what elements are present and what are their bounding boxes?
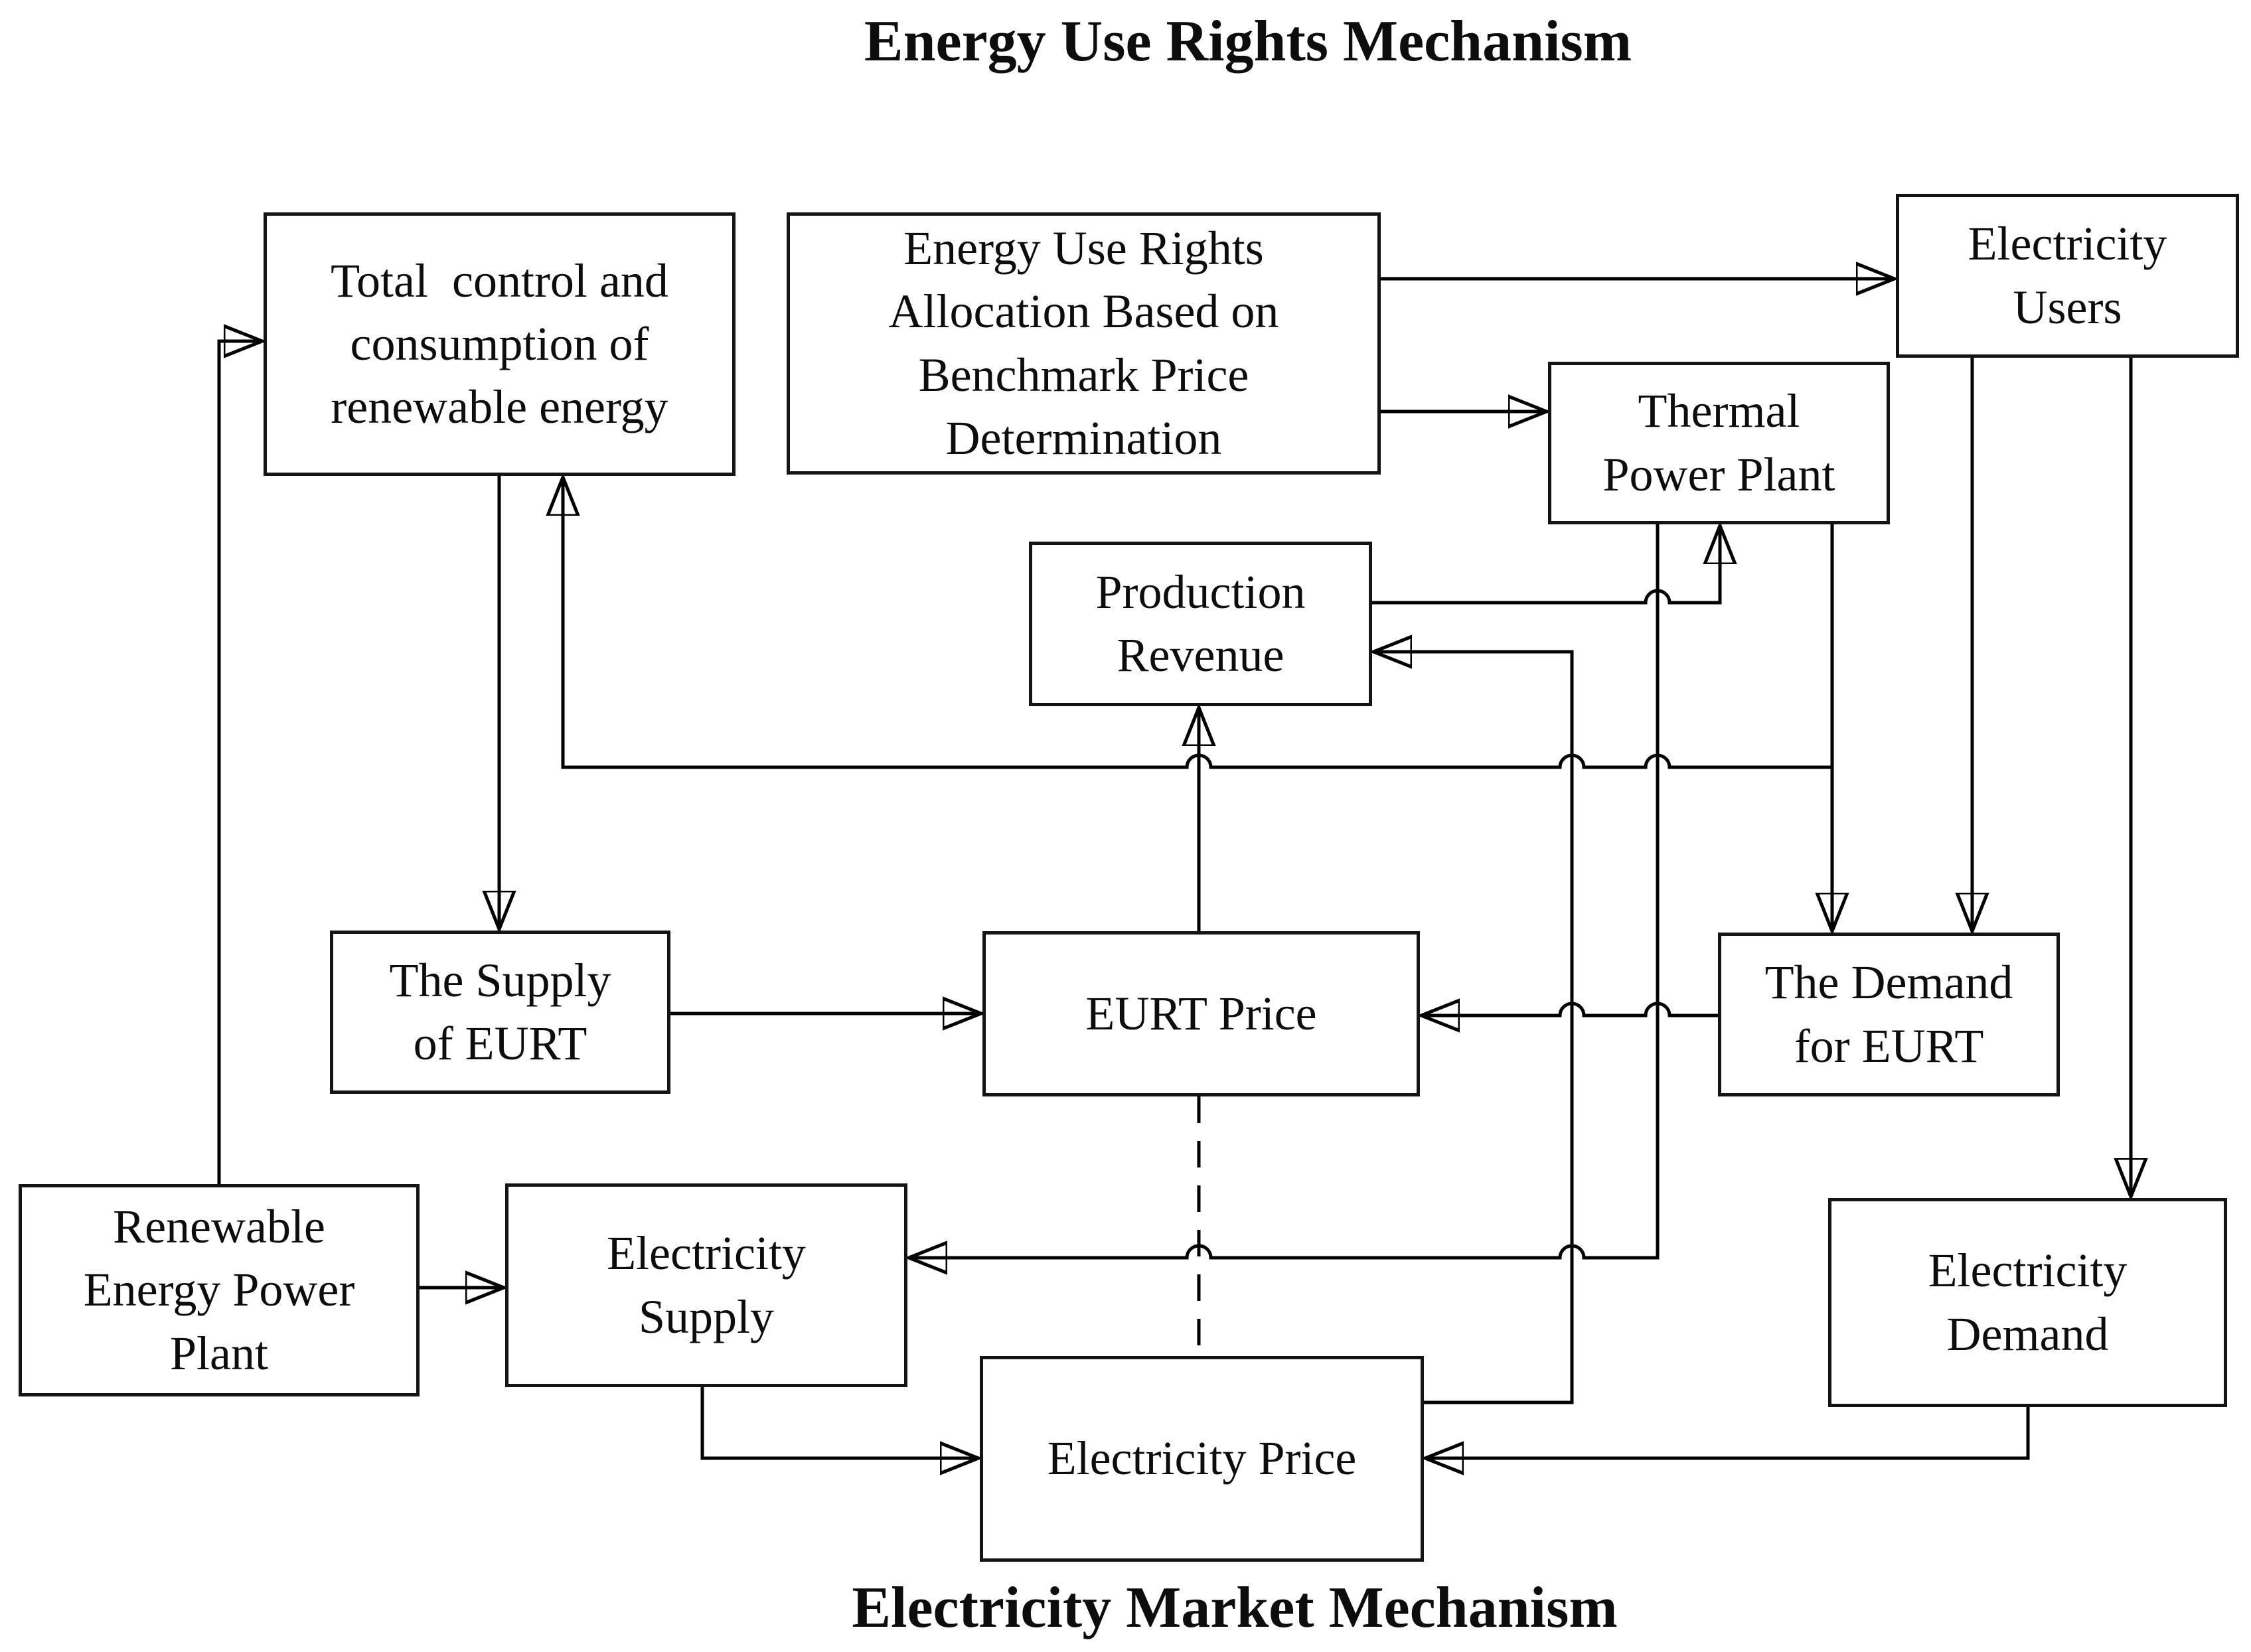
node-electricity-price: Electricity Price [980,1356,1424,1562]
node-production-revenue: Production Revenue [1029,542,1372,706]
node-electricity-price-label: Electricity Price [1047,1432,1357,1485]
node-production-revenue-label: Production Revenue [1095,565,1306,682]
edge-revenue-to-thermal [1372,528,1720,605]
node-electricity-supply: Electricity Supply [505,1183,907,1387]
node-total-control-label: Total control and consumption of renewab… [331,254,668,434]
node-renewable-plant: Renewable Energy Power Plant [19,1184,420,1396]
node-eur-allocation-label: Energy Use Rights Allocation Based on Be… [888,222,1279,465]
edge-electricity-supply-to-price [700,1387,976,1458]
node-eurt-demand-label: The Demand for EURT [1764,956,2013,1073]
edge-eurt-demand-to-eurt-price [1423,1004,1718,1015]
node-eurt-price-label: EURT Price [1085,986,1317,1040]
edge-electricity-demand-to-price [1427,1407,2030,1458]
edge-electricity-price-to-revenue [1375,652,1574,1404]
node-electricity-demand-label: Electricity Demand [1928,1244,2128,1361]
diagram-title-bottom: Electricity Market Mechanism [852,1576,1618,1640]
diagram-title-top: Energy Use Rights Mechanism [864,9,1632,74]
node-eur-allocation: Energy Use Rights Allocation Based on Be… [787,212,1381,475]
node-eurt-demand: The Demand for EURT [1718,933,2060,1096]
edge-thermal-to-electricity-supply [911,524,1660,1258]
node-eurt-supply: The Supply of EURT [330,931,670,1094]
node-total-control: Total control and consumption of renewab… [264,212,736,476]
node-electricity-users-label: Electricity Users [1968,217,2167,334]
node-thermal-power-plant: Thermal Power Plant [1548,362,1890,524]
node-electricity-demand: Electricity Demand [1828,1198,2227,1407]
node-eurt-price: EURT Price [982,931,1420,1096]
node-electricity-users: Electricity Users [1896,194,2239,358]
node-eurt-supply-label: The Supply of EURT [389,953,611,1070]
node-renewable-plant-label: Renewable Energy Power Plant [83,1200,355,1380]
edge-renewable-to-total-control [217,341,260,1184]
node-thermal-power-plant-label: Thermal Power Plant [1602,384,1835,501]
node-electricity-supply-label: Electricity Supply [607,1227,806,1343]
